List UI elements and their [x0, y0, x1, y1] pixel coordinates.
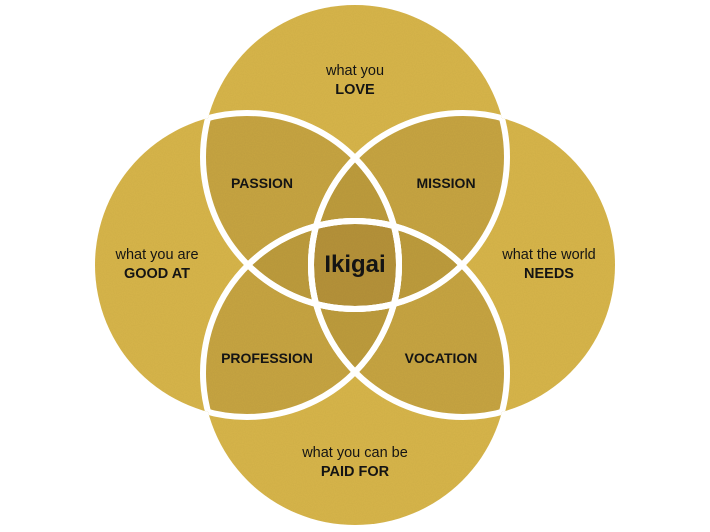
label-needs-sub: what the world — [501, 247, 596, 263]
label-mission: MISSION — [416, 175, 475, 191]
label-paid-for: what you can be PAID FOR — [301, 445, 408, 480]
outline-love-c — [203, 221, 507, 312]
outline-good-at-c — [311, 113, 402, 417]
label-passion: PASSION — [231, 175, 293, 191]
label-good-at-main: GOOD AT — [124, 266, 190, 282]
label-good-at-sub: what you are — [114, 247, 198, 263]
label-vocation: VOCATION — [405, 350, 478, 366]
label-love: what you LOVE — [325, 63, 384, 98]
label-needs-main: NEEDS — [524, 266, 574, 282]
label-ikigai-center: Ikigai — [324, 251, 385, 278]
label-needs: what the world NEEDS — [501, 247, 596, 282]
label-paid-for-main: PAID FOR — [321, 464, 390, 480]
label-profession: PROFESSION — [221, 350, 313, 366]
outline-needs-c — [308, 113, 399, 417]
label-love-main: LOVE — [335, 82, 375, 98]
outline-paid-for-c — [203, 218, 507, 309]
label-paid-for-sub: what you can be — [301, 445, 408, 461]
label-good-at: what you are GOOD AT — [114, 247, 198, 282]
label-love-sub: what you — [325, 63, 384, 79]
